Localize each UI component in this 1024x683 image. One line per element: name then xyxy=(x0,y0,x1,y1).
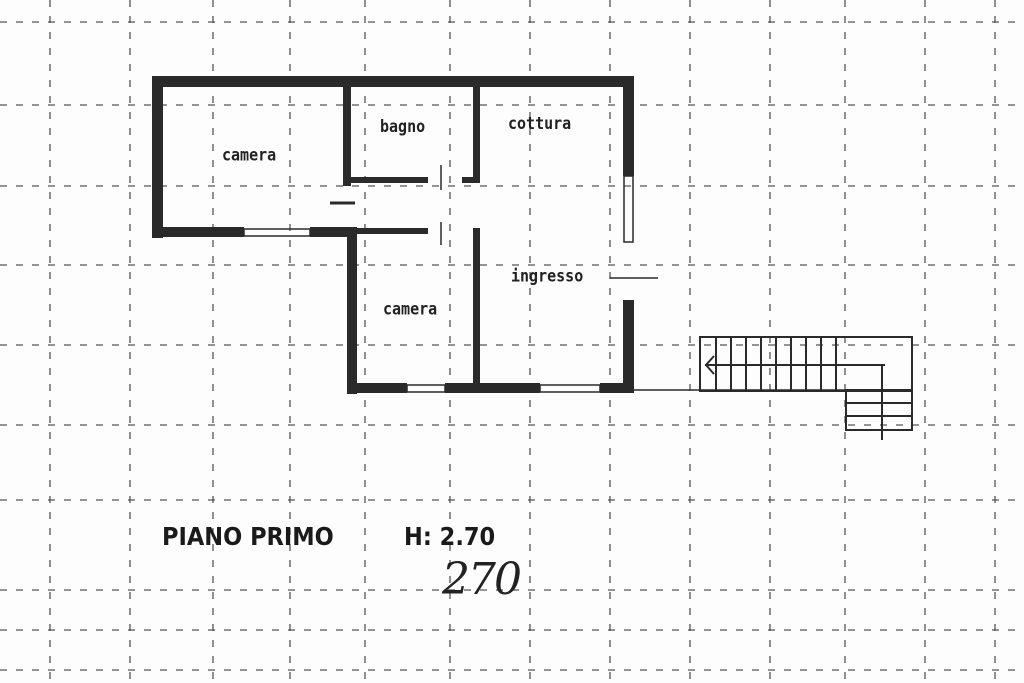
height-label: H: 2.70 xyxy=(404,522,496,551)
walls xyxy=(152,76,634,394)
room-label-ingresso: ingresso xyxy=(511,265,584,287)
room-label-camera: camera xyxy=(222,144,277,166)
room-label-cottura: cottura xyxy=(508,112,572,134)
room-label-bagno: bagno xyxy=(380,115,426,137)
staircase xyxy=(699,336,913,440)
handwritten-height: 270 xyxy=(442,554,522,605)
floor-title: PIANO PRIMO xyxy=(162,522,334,551)
room-label-camera-2: camera xyxy=(383,298,438,320)
